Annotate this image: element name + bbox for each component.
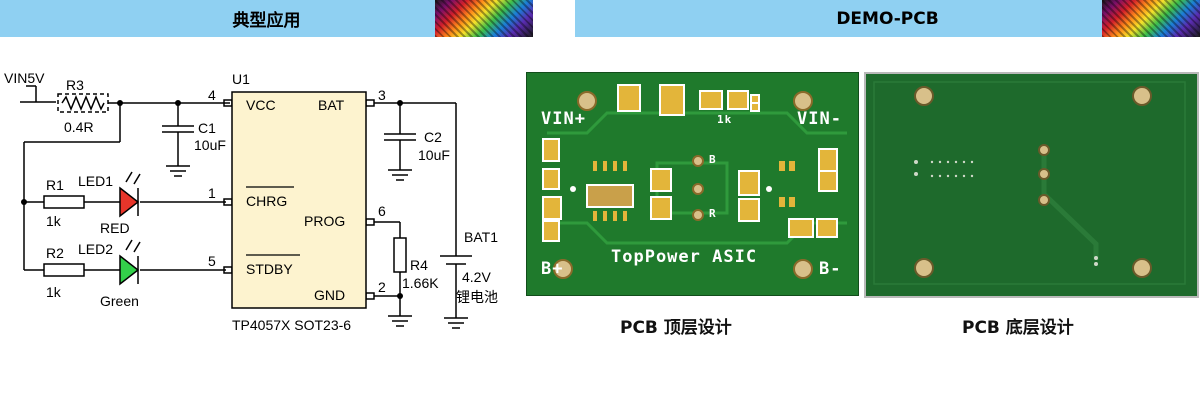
pcb-top-image: VIN+ VIN- B+ B- 1k B R TopPower ASIC — [526, 72, 859, 296]
pin-number-2: 2 — [378, 279, 386, 295]
pin-chrg: CHRG — [246, 193, 287, 209]
label-r3-ref: R3 — [66, 77, 84, 93]
label-c1-ref: C1 — [198, 120, 216, 136]
label-r3-val: 0.4R — [64, 119, 94, 135]
pin-number-6: 6 — [378, 203, 386, 219]
pin-bat: BAT — [318, 97, 345, 113]
pcb-bottom-image — [864, 72, 1199, 298]
label-r2-ref: R2 — [46, 245, 64, 261]
label-bat-val: 4.2V — [462, 269, 491, 285]
pcb-label-b-minus: B- — [819, 259, 842, 279]
pcb-label-vin-minus: VIN- — [797, 109, 842, 129]
label-bat-type: 锂电池 — [456, 289, 498, 305]
label-c1-val: 10uF — [194, 137, 226, 153]
pin-number-5: 5 — [208, 253, 216, 269]
pin-gnd: GND — [314, 287, 345, 303]
pin-stdby: STDBY — [246, 261, 293, 277]
header-bar-right: DEMO-PCB — [575, 0, 1200, 37]
label-led1-ref: LED1 — [78, 173, 113, 189]
label-r4-ref: R4 — [410, 257, 428, 273]
section-title-application: 典型应用 — [232, 11, 301, 31]
pcb-label-led-r: R — [709, 207, 717, 220]
pcb-label-vin-plus: VIN+ — [541, 109, 586, 129]
label-led2-color: Green — [100, 293, 139, 309]
pcb-label-led-b: B — [709, 153, 717, 166]
led1-red-icon — [119, 186, 140, 218]
led2-green-icon — [119, 254, 140, 286]
pcb-label-1k: 1k — [717, 113, 733, 126]
label-r2-val: 1k — [46, 284, 62, 300]
header-bar-left: 典型应用 — [0, 0, 533, 37]
ic-u1-body — [231, 91, 367, 309]
circuit-schematic: VIN5V R3 0.4R U1 VCC BAT CHRG PROG STDBY… — [4, 70, 498, 333]
caption-pcb-bottom: PCB 底层设计 — [962, 318, 1074, 338]
label-r1-val: 1k — [46, 213, 62, 229]
rainbow-decoration — [1102, 0, 1200, 37]
label-bat-ref: BAT1 — [464, 229, 498, 245]
pin-number-1: 1 — [208, 185, 216, 201]
pcb-label-brand: TopPower ASIC — [611, 247, 758, 267]
pcb-label-b-plus: B+ — [541, 259, 564, 279]
label-c2-val: 10uF — [418, 147, 450, 163]
pin-prog: PROG — [304, 213, 345, 229]
label-r1-ref: R1 — [46, 177, 64, 193]
caption-pcb-top: PCB 顶层设计 — [620, 318, 732, 338]
label-led2-ref: LED2 — [78, 241, 113, 257]
label-c2-ref: C2 — [424, 129, 442, 145]
label-led1-color: RED — [100, 220, 130, 236]
pin-number-3: 3 — [378, 87, 386, 103]
label-vin: VIN5V — [4, 70, 45, 86]
label-u1: U1 — [232, 71, 250, 87]
pin-vcc: VCC — [246, 97, 276, 113]
label-ic-part: TP4057X SOT23-6 — [232, 317, 351, 333]
section-title-demo-pcb: DEMO-PCB — [836, 8, 939, 29]
pin-number-4: 4 — [208, 87, 216, 103]
rainbow-decoration — [435, 0, 533, 37]
label-r4-val: 1.66K — [402, 275, 439, 291]
pcb-top-artwork — [542, 84, 847, 279]
pcb-bottom-artwork — [873, 81, 1186, 285]
